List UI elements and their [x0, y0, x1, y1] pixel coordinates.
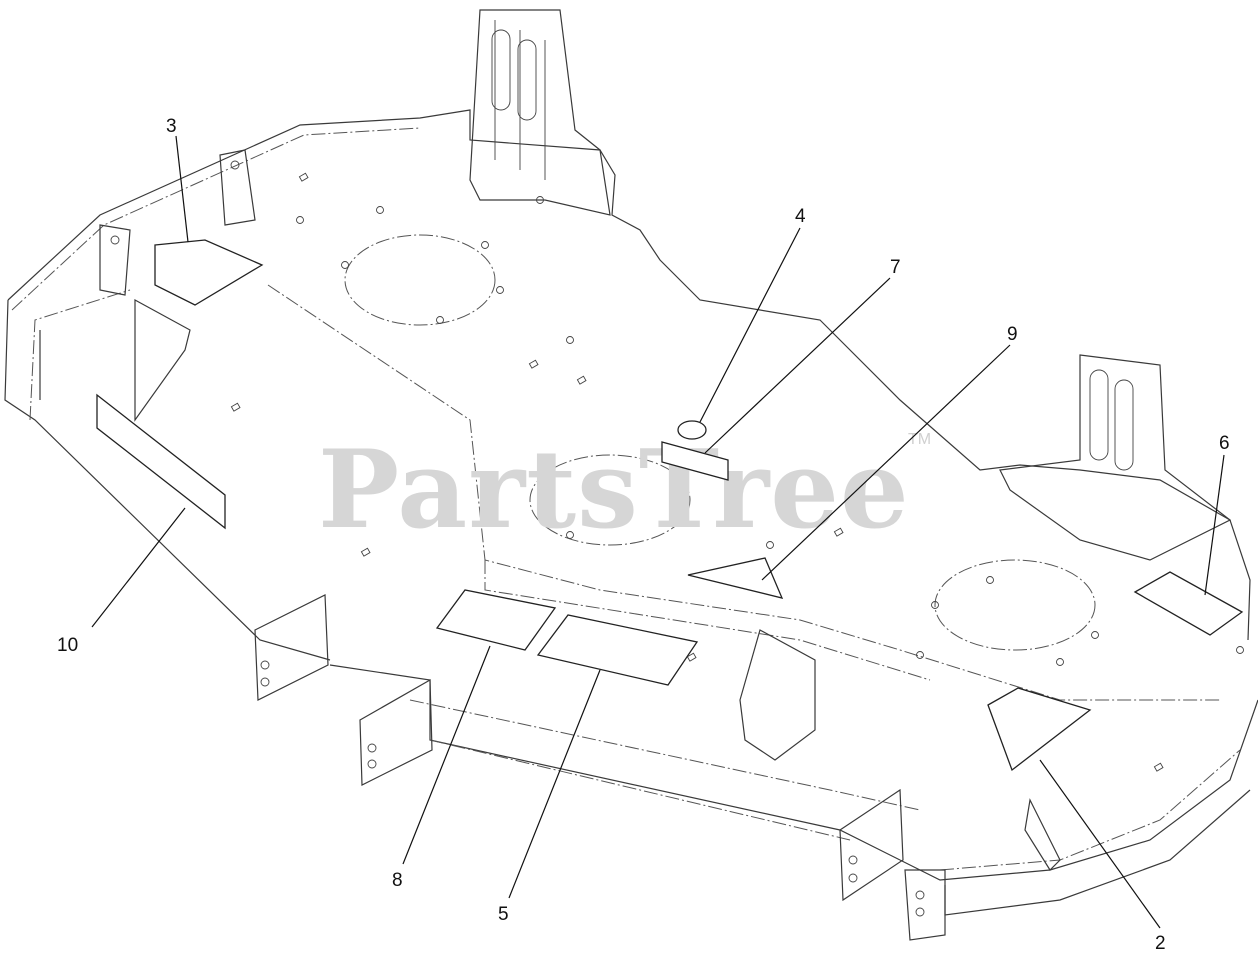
watermark-text: PartsTree: [318, 427, 910, 553]
decal-5: [536, 614, 699, 686]
deck-line-art: [4, 9, 1258, 941]
callout-7: 7: [890, 257, 901, 278]
partstree-watermark: PartsTree TM: [318, 427, 931, 553]
decal-9: [687, 557, 784, 599]
callout-labels: 3 4 7 9 6 10 8 5 2: [57, 116, 1230, 954]
callout-6: 6: [1219, 433, 1230, 454]
leader-8: [402, 645, 491, 865]
callout-10: 10: [57, 635, 78, 656]
decal-3: [154, 239, 264, 306]
decal-8: [435, 589, 557, 651]
leader-4: [699, 227, 801, 423]
decal-4: [677, 420, 707, 440]
mounting-holes: [296, 196, 1244, 666]
decal-7: [661, 441, 729, 481]
leader-3: [175, 135, 189, 243]
deck-slots: [230, 172, 1164, 772]
decal-2: [987, 687, 1092, 772]
callout-2: 2: [1155, 933, 1166, 954]
callout-9: 9: [1007, 324, 1018, 345]
callout-8: 8: [392, 870, 403, 891]
watermark-trademark: TM: [908, 431, 931, 448]
leader-2: [1039, 759, 1161, 929]
callout-5: 5: [498, 904, 509, 925]
callout-4: 4: [795, 206, 806, 227]
leader-6: [1204, 454, 1225, 596]
decals: [96, 239, 1244, 772]
leader-9: [761, 344, 1011, 581]
callout-3: 3: [166, 116, 177, 137]
leader-7: [704, 277, 891, 454]
leader-10: [91, 507, 186, 628]
decal-10: [96, 393, 226, 530]
decal-6: [1133, 571, 1244, 636]
leader-5: [508, 669, 601, 899]
leader-lines: [91, 135, 1225, 929]
